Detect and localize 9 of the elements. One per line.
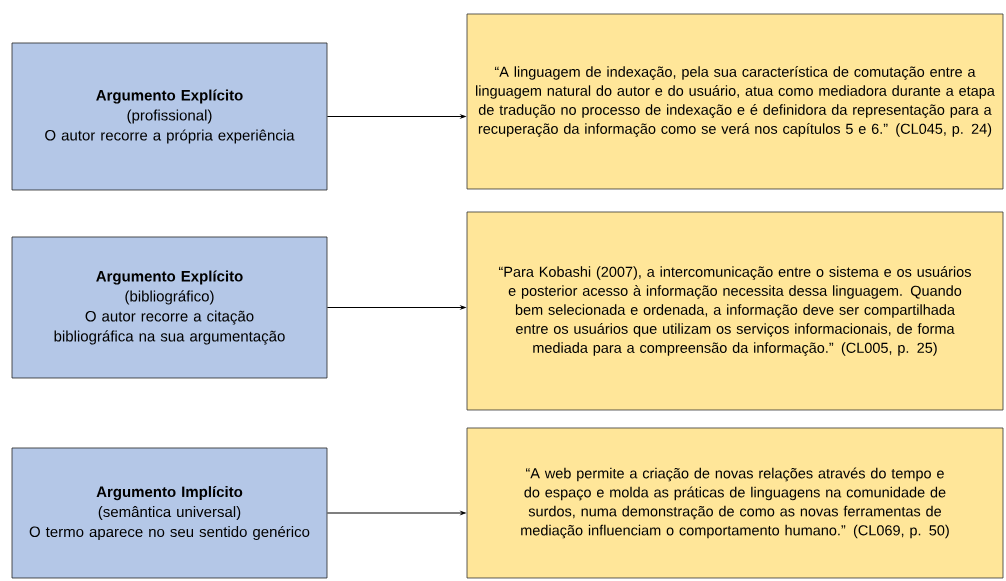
arrow [326,511,466,515]
quote-box: “A linguagem de indexação, pela sua característica de comutação entre a linguagem natural do autor e do usuário, atua como mediadora durante a etapa de tradução no processo de indexação e é definidora da representação para a recuperação da informação como se verá nos capítulos 5 e 6.” (CL045, p. 24) [466,13,1004,190]
quote-box: “Para Kobashi (2007), a intercomunicação entre o sistema e os usuários e posterior acesso à informação necessita dessa linguagem. Quando bem selecionada e ordenada, a informação deve ser compartilhada entre os usuários que utilizam os serviços informacionais, de forma mediada para a compreensão da informação.” (CL005, p. 25) [466,211,1004,411]
argument-box: Argumento Explícito (profissional) O autor recorre a própria experiência [11,42,328,191]
arrow [326,305,466,310]
arrow [326,114,466,119]
quote-box: “A web permite a criação de novas relações através do tempo e do espaço e molda as práticas de linguagens na comunidade de surdos, numa demonstração de como as novas ferramentas de mediação influenciam o comportamento humano.” (CL069, p. 50) [466,427,1004,579]
argument-box: Argumento Explícito (bibliográfico) O autor recorre a citação bibliográfica na sua argumentação [11,236,328,379]
argument-box: Argumento Implícito (semântica universal) O termo aparece no seu sentido genérico [11,447,328,579]
